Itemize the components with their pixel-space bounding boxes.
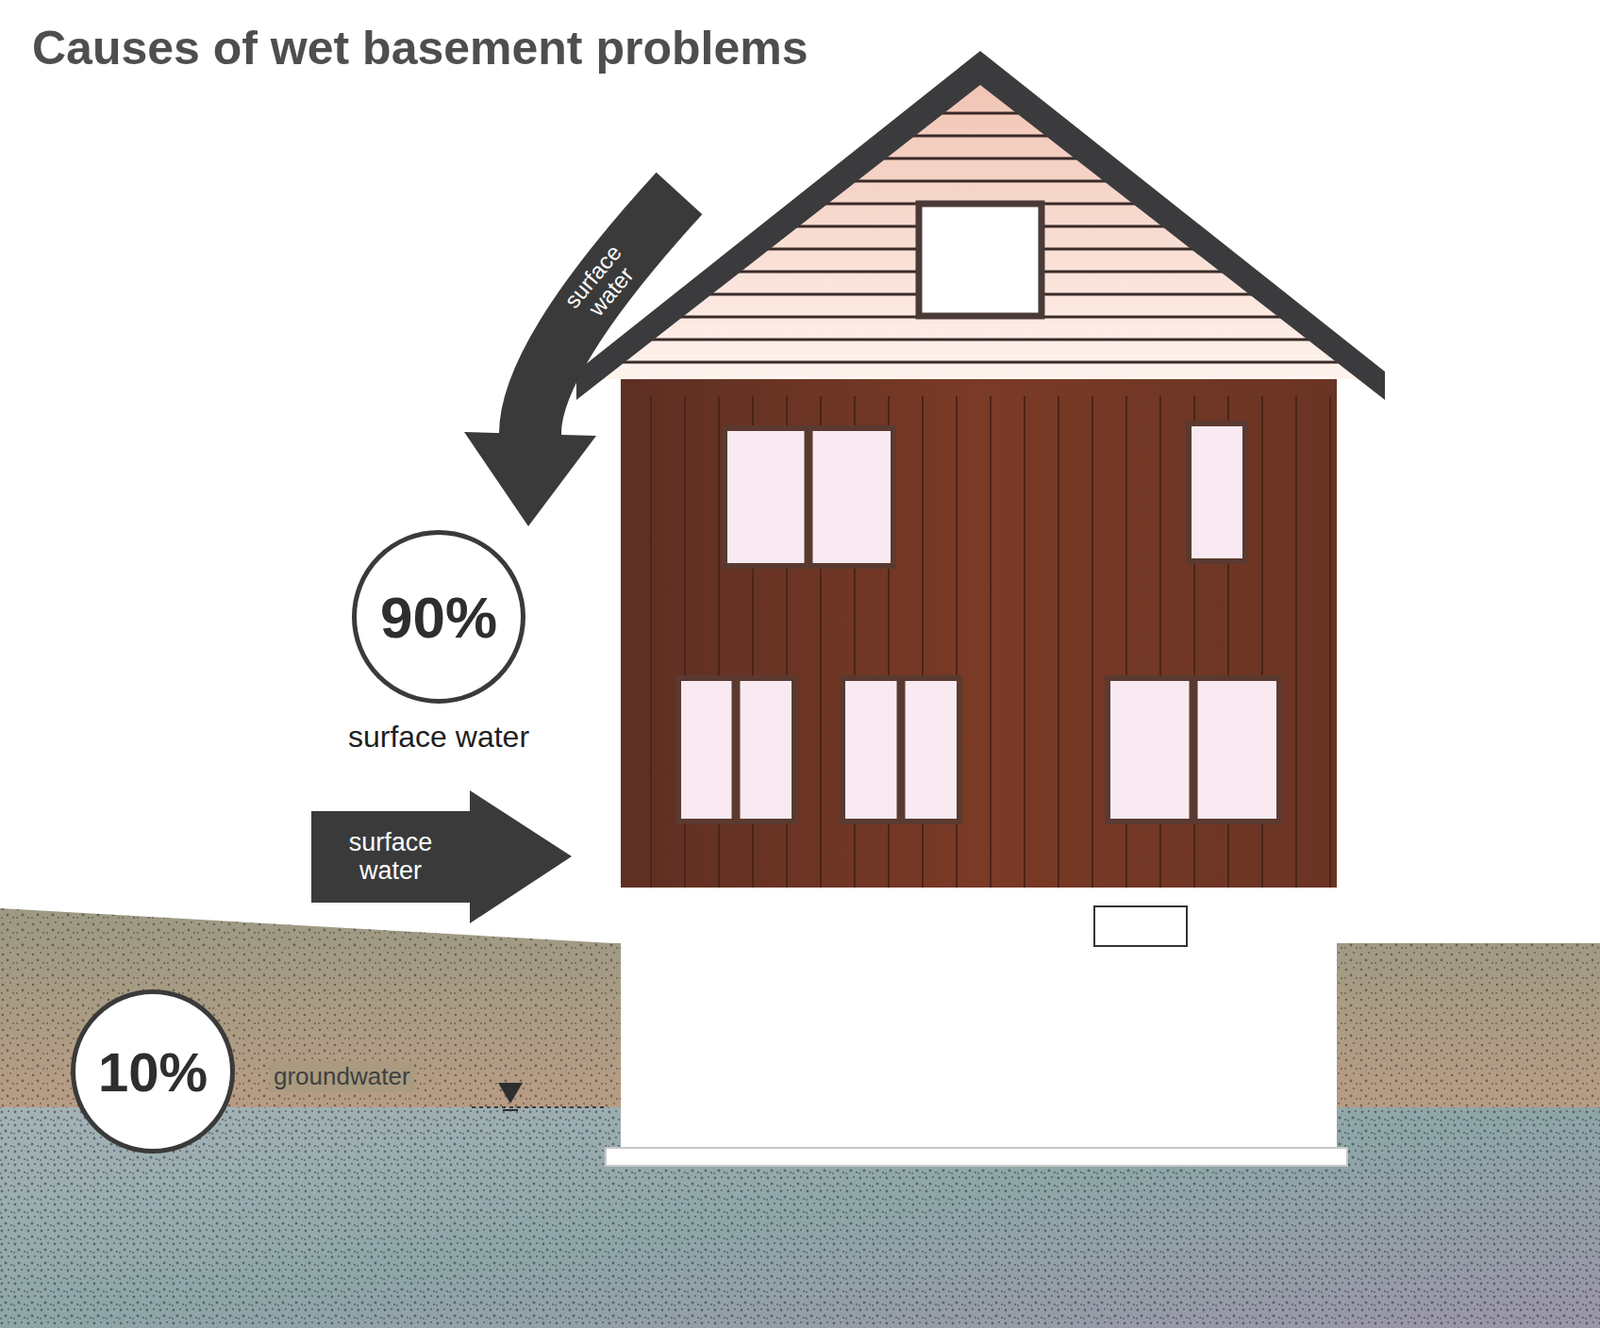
window xyxy=(842,678,960,822)
water-table-marker xyxy=(498,1083,523,1104)
house-wall xyxy=(620,367,1337,888)
gable-siding-line xyxy=(566,338,1397,342)
arrow-label-box: surface water xyxy=(311,811,470,903)
window xyxy=(724,428,894,567)
percent-circle: 10%groundwater xyxy=(70,989,235,1154)
siding-line xyxy=(650,396,652,888)
callout-caption: surface water xyxy=(348,719,530,755)
arrow-shape: surface water xyxy=(452,160,713,538)
curved-arrow-outline xyxy=(452,160,713,538)
callout-number: 10% xyxy=(98,1040,208,1104)
siding-line xyxy=(1329,396,1332,888)
percent-circle: 90%surface water xyxy=(351,530,526,704)
window-mullion xyxy=(804,428,814,567)
straight-arrow-body xyxy=(311,790,572,924)
arrow-label: surface water xyxy=(333,829,448,885)
straight-arrow-outline xyxy=(311,790,572,924)
diagram-title: Causes of wet basement problems xyxy=(32,20,808,76)
footing xyxy=(605,1148,1348,1167)
basement-vent xyxy=(1094,906,1187,947)
arrow-shape: surface water xyxy=(311,790,572,924)
siding-line xyxy=(1057,396,1060,888)
window xyxy=(678,678,795,822)
siding-lines xyxy=(650,396,1331,888)
window-mullion xyxy=(1189,678,1199,822)
callout-caption: groundwater xyxy=(269,1061,415,1093)
windows xyxy=(678,423,1280,822)
gable-siding-line xyxy=(566,361,1397,365)
water-table-line xyxy=(471,1106,604,1109)
gable-siding-line xyxy=(566,180,1397,184)
siding-line xyxy=(989,396,992,888)
curved-arrow-head xyxy=(464,432,597,527)
window-mullion xyxy=(732,678,741,822)
gable xyxy=(600,75,1361,380)
curved-arrow-body xyxy=(530,193,680,436)
siding-line xyxy=(1295,396,1298,888)
siding-line xyxy=(1091,396,1094,888)
gable-siding xyxy=(566,113,1397,363)
window-mullion xyxy=(897,678,906,822)
gable-siding-line xyxy=(566,134,1397,138)
window xyxy=(1188,423,1246,562)
callout-number: 90% xyxy=(380,583,498,651)
window xyxy=(1107,678,1280,822)
basement-wall xyxy=(620,887,1337,1149)
gable-siding-line xyxy=(566,157,1397,161)
gable-siding-line xyxy=(566,112,1397,116)
gable-window xyxy=(918,203,1042,317)
siding-line xyxy=(1023,396,1026,888)
water-table-tick xyxy=(502,1109,518,1112)
roof xyxy=(576,50,1385,400)
